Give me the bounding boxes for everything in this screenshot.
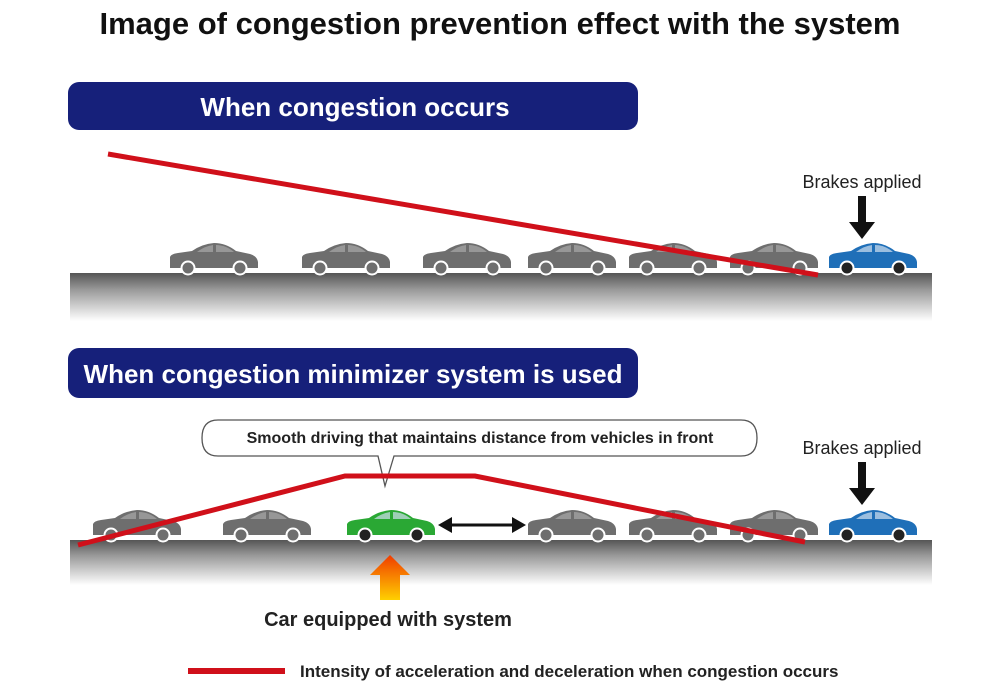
panel-minimizer: When congestion minimizer system is used… bbox=[68, 348, 932, 631]
car-gray bbox=[528, 510, 616, 543]
car-gray bbox=[423, 243, 511, 276]
legend: Intensity of acceleration and decelerati… bbox=[188, 662, 838, 681]
intensity-line bbox=[77, 473, 806, 548]
down-arrow-icon bbox=[849, 196, 875, 239]
car-gray bbox=[302, 243, 390, 276]
intensity-line bbox=[107, 151, 819, 278]
banner-congestion-label: When congestion occurs bbox=[200, 92, 509, 122]
up-arrow-icon bbox=[370, 555, 410, 600]
page-title: Image of congestion prevention effect wi… bbox=[100, 6, 901, 41]
banner-congestion bbox=[68, 82, 638, 130]
equipped-car-label: Car equipped with system bbox=[264, 609, 512, 631]
car-blue-braking bbox=[829, 510, 917, 543]
car-gray bbox=[528, 243, 616, 276]
panel-congestion: When congestion occurs Brakes applied bbox=[68, 82, 932, 321]
banner-minimizer-label: When congestion minimizer system is used bbox=[84, 359, 623, 389]
brakes-applied-label: Brakes applied bbox=[802, 172, 921, 192]
car-blue-braking bbox=[829, 243, 917, 276]
down-arrow-icon bbox=[849, 462, 875, 505]
brakes-applied-label: Brakes applied bbox=[802, 438, 921, 458]
car-green-equipped bbox=[347, 510, 435, 543]
banner-minimizer bbox=[68, 348, 638, 398]
car-gray bbox=[170, 243, 258, 276]
double-arrow-icon bbox=[438, 517, 526, 533]
car-gray bbox=[223, 510, 311, 543]
road bbox=[70, 273, 932, 321]
road bbox=[70, 540, 932, 585]
legend-label: Intensity of acceleration and decelerati… bbox=[300, 662, 838, 681]
callout-text: Smooth driving that maintains distance f… bbox=[247, 430, 714, 447]
callout-bubble: Smooth driving that maintains distance f… bbox=[201, 419, 758, 489]
